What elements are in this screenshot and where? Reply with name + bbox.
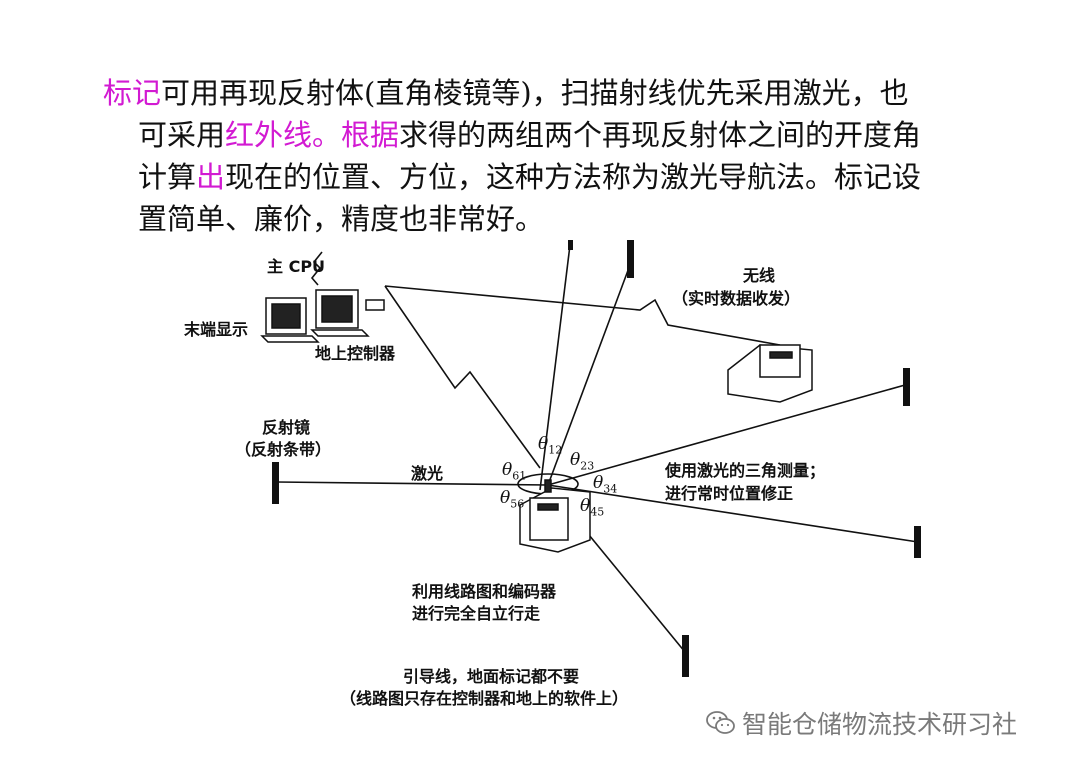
watermark-text: 智能仓储物流技术研习社 [742, 710, 1018, 739]
route-map-label-2: 进行完全自立行走 [412, 604, 541, 623]
angle-theta-23: θ23 [570, 450, 595, 473]
route-map-label-1: 利用线路图和编码器 [412, 582, 557, 601]
wireless-link [384, 285, 541, 469]
paragraph-line-1: 标记可用再现反射体(直角棱镜等)，扫描射线优先采用激光，也 [103, 72, 983, 114]
terminal-computer [260, 297, 320, 343]
guide-label-1: 引导线，地面标记都不要 [403, 667, 580, 686]
triangulation-label-1: 使用激光的三角测量； [665, 461, 826, 480]
paragraph-text: 计算 [138, 160, 197, 194]
paragraph-text: 求得的两组两个再现反射体之间的开度角 [399, 118, 922, 152]
highlight-text: 出 [196, 160, 226, 194]
paragraph-text: 可用再现反射体(直角棱镜等)，扫描射线优先采用激光，也 [161, 76, 909, 110]
laser-beam [539, 244, 571, 491]
angle-theta-34: θ34 [593, 473, 618, 496]
wireless-link [384, 285, 781, 346]
paragraph-text: 现在的位置、方位，这种方法称为激光导航法。标记设 [225, 160, 922, 194]
triangulation-label-2: 进行常时位置修正 [665, 484, 794, 503]
main-cpu-label: 主 CPU [267, 257, 326, 276]
cpu-link [310, 251, 323, 286]
terminal-display-label: 末端显示 [184, 320, 249, 339]
angle-theta-56: θ56 [500, 488, 525, 511]
reflector-label: 反射镜 [262, 418, 311, 437]
paragraph-line-2: 可采用红外线。根据求得的两组两个再现反射体之间的开度角 [103, 114, 983, 156]
laser-beam [547, 384, 906, 486]
paragraph-line-3: 计算出现在的位置、方位，这种方法称为激光导航法。标记设 [103, 156, 983, 198]
highlight-text: 标记 [103, 76, 162, 110]
ground-controller-label: 地上控制器 [315, 344, 396, 363]
angle-theta-12: θ12 [538, 434, 563, 457]
laser-beam [547, 264, 631, 486]
guide-label-2: （线路图只存在控制器和地上的软件上） [340, 689, 629, 708]
angle-theta-61: θ61 [502, 460, 527, 483]
reflector [272, 462, 279, 504]
paragraph-line-4: 置简单、廉价，精度也非常好。 [138, 202, 545, 236]
reflector [903, 368, 910, 406]
angle-theta-45: θ45 [580, 496, 605, 519]
paragraph-text: 可采用 [138, 118, 226, 152]
reflector-sub-label: （反射条带） [235, 440, 332, 459]
watermark: 智能仓储物流技术研习社 [706, 705, 1017, 741]
highlight-text: 红外线。根据 [225, 118, 400, 152]
reflector [914, 526, 921, 558]
laser-beam [276, 481, 549, 486]
reflector [568, 240, 573, 250]
wireless-sub-label: （实时数据收发） [672, 289, 801, 308]
reflector [627, 240, 634, 278]
description-paragraph: 标记可用再现反射体(直角棱镜等)，扫描射线优先采用激光，也 可采用红外线。根据求… [103, 72, 983, 240]
wireless-label: 无线 [743, 266, 776, 285]
reflector [682, 635, 689, 677]
center-agv [519, 479, 591, 553]
main-cpu-computer [310, 289, 385, 337]
laser-label: 激光 [411, 464, 444, 483]
wechat-icon [706, 711, 735, 734]
laser-beam [547, 484, 919, 543]
remote-agv [727, 344, 813, 403]
